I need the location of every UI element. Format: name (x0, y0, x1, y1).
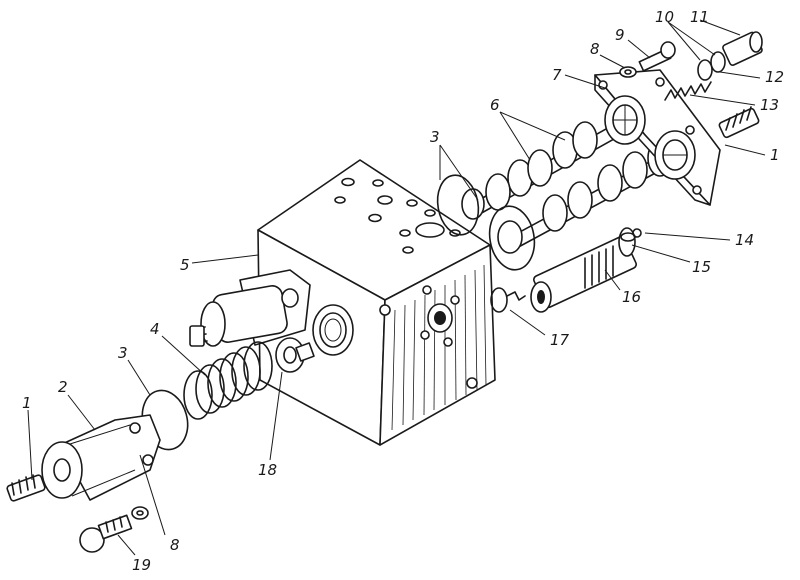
screw-lower (79, 514, 133, 553)
spring-seat (275, 337, 315, 373)
o-rings-right (436, 174, 536, 271)
callout-8-lower: 8 (170, 536, 180, 554)
callout-3-right: 3 (430, 128, 440, 146)
leader-lines (27, 19, 766, 556)
callout-19: 19 (132, 556, 151, 574)
callout-6: 6 (490, 96, 500, 114)
callout-3-left: 3 (118, 344, 128, 362)
callout-17: 17 (550, 331, 570, 349)
callout-2: 2 (58, 378, 68, 396)
seal-ring (490, 287, 526, 313)
locking-pin (632, 228, 642, 238)
mounted-end-cap (189, 269, 311, 347)
washer-lower (131, 506, 149, 520)
screw-upper (638, 41, 676, 72)
cartridge-valve (530, 227, 637, 313)
callout-5: 5 (180, 256, 190, 274)
end-cap (41, 414, 161, 501)
mounted-fitting (189, 325, 208, 347)
callout-4: 4 (150, 320, 160, 338)
callout-14: 14 (735, 231, 754, 249)
callout-9: 9 (615, 26, 625, 44)
fitting-right (718, 106, 760, 139)
callout-12: 12 (765, 68, 784, 86)
callout-11: 11 (690, 8, 709, 26)
top-face-ports (334, 177, 461, 254)
fitting-left (6, 474, 46, 502)
callout-15: 15 (692, 258, 711, 276)
callout-18: 18 (258, 461, 277, 479)
right-face-ports (379, 285, 478, 389)
callout-16: 16 (622, 288, 641, 306)
callout-7: 7 (552, 66, 562, 84)
end-plate (594, 69, 721, 206)
spring-upper (664, 81, 712, 101)
callout-8-upper: 8 (590, 40, 600, 58)
callout-1-right: 1 (770, 146, 780, 164)
callout-10: 10 (655, 8, 674, 26)
spring-left (183, 341, 273, 420)
callout-labels: 1 1 2 3 3 4 5 6 7 8 8 9 10 11 12 13 14 1… (22, 8, 784, 574)
adjuster-fitting (697, 31, 763, 81)
washer-upper (619, 66, 637, 78)
left-face-bore (312, 304, 354, 356)
callout-1-left: 1 (22, 394, 32, 412)
callout-13: 13 (760, 96, 779, 114)
